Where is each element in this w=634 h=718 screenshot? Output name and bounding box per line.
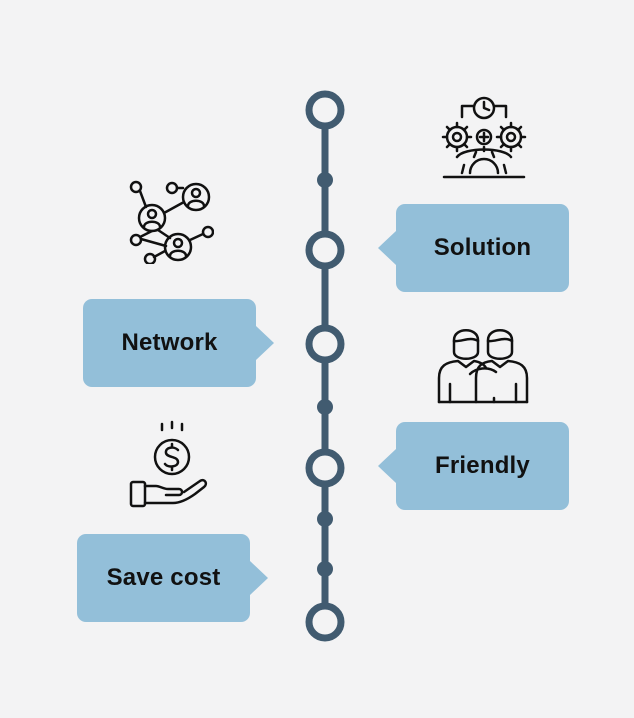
timeline-dot [317,399,333,415]
timeline-dot [317,172,333,188]
timeline-node-friendly [305,448,345,488]
save-cost-label: Save cost [106,564,221,591]
friendly-label: Friendly [435,452,530,479]
friendly-callout: Friendly [396,422,569,510]
timeline-node-solution [305,230,345,270]
timeline-dot [317,561,333,577]
timeline-node-bottom [305,602,345,642]
gears-clock-icon [440,95,528,180]
network-callout: Network [83,299,256,387]
two-friends-icon [436,322,530,404]
timeline-node-top [305,90,345,130]
hand-coin-icon [128,420,210,510]
timeline-node-network [305,324,345,364]
network-people-icon [128,180,214,264]
solution-callout: Solution [396,204,569,292]
solution-label: Solution [433,234,532,261]
timeline-dot [317,511,333,527]
save-cost-callout: Save cost [77,534,250,622]
network-label: Network [121,329,218,356]
